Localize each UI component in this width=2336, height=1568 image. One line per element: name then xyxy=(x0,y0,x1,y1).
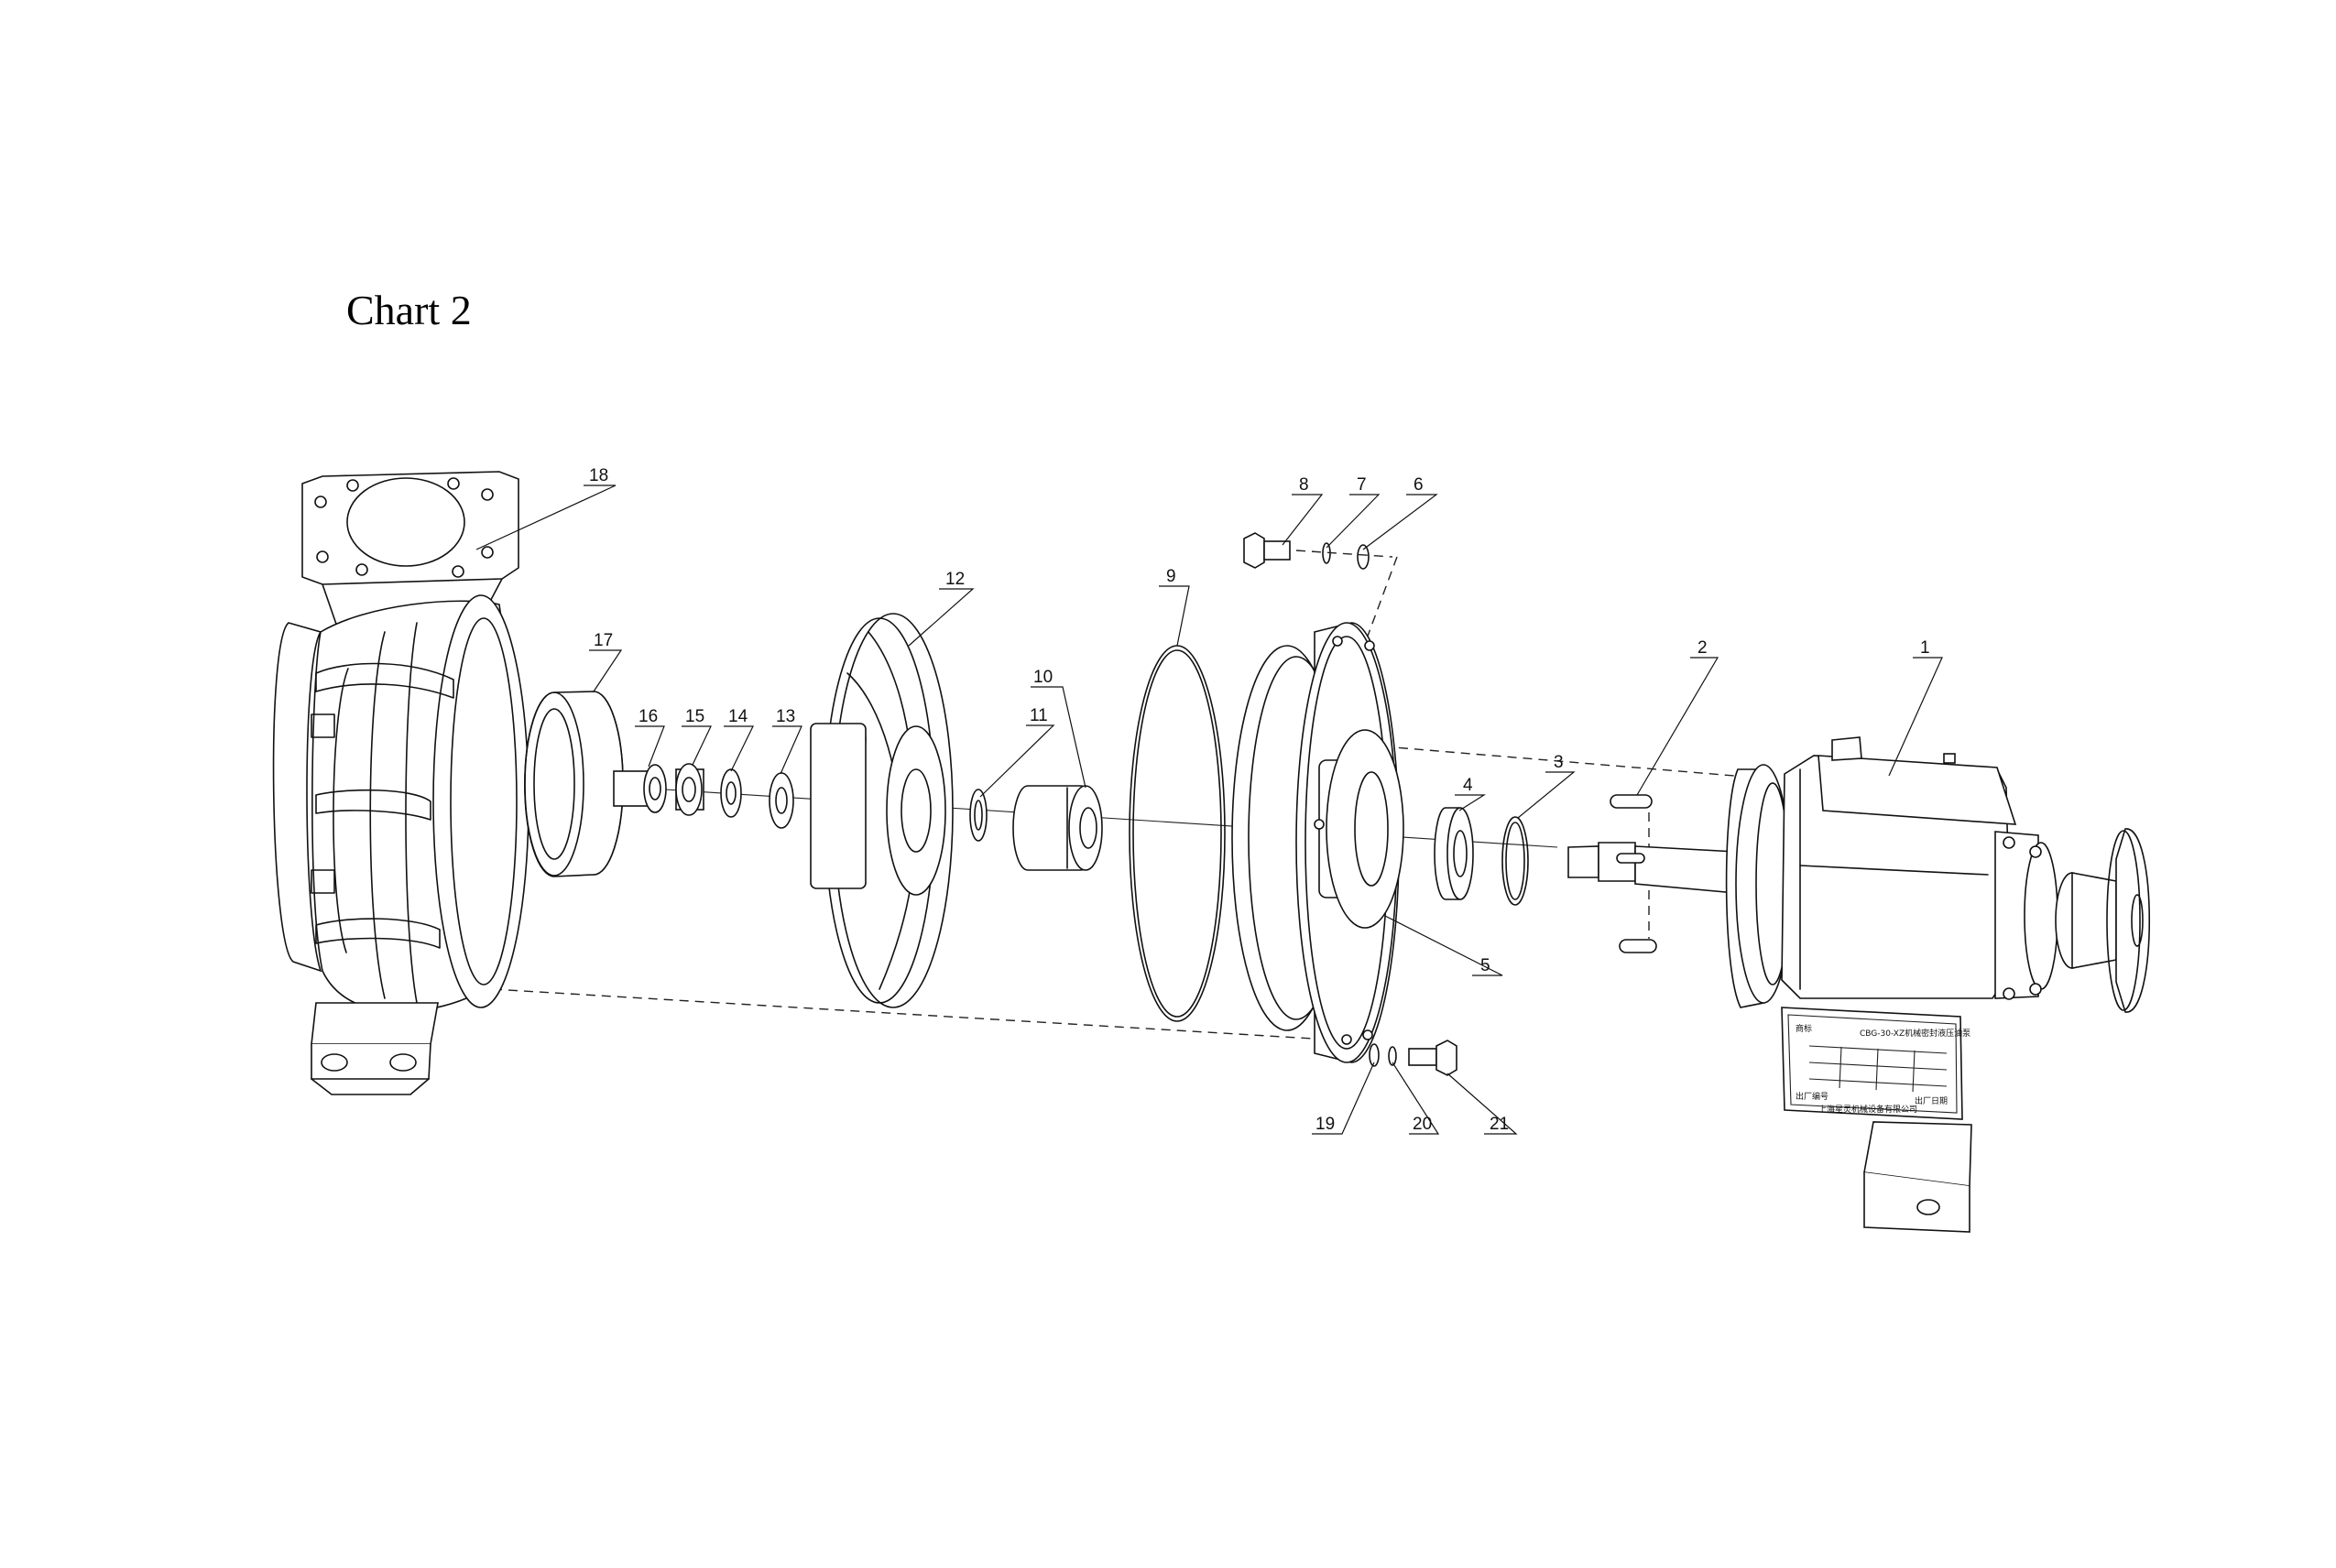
bolt-set-19-20-21 xyxy=(1369,1040,1457,1076)
pump-casing-part-18 xyxy=(272,471,529,1095)
callout-5: 5 xyxy=(1480,956,1490,975)
bolt-set-8-7-6 xyxy=(1243,532,1393,570)
callout-15: 15 xyxy=(685,707,704,726)
nameplate-model: CBG-30-XZ机械密封液压油泵 xyxy=(1860,1028,1970,1039)
circlip-part-3 xyxy=(1501,816,1529,906)
callout-8: 8 xyxy=(1299,475,1309,495)
callout-labels: 1 2 3 4 5 6 7 8 9 10 11 12 13 14 15 16 1… xyxy=(589,466,1930,1134)
wear-ring-part-17 xyxy=(524,691,624,877)
callout-16: 16 xyxy=(639,707,658,726)
nameplate-maker: 上海星灵机械设备有限公司 xyxy=(1818,1104,1917,1115)
callout-21: 21 xyxy=(1490,1115,1509,1134)
chart-title: Chart 2 xyxy=(346,287,472,333)
nameplate-brand: 商标 xyxy=(1796,1023,1812,1034)
callout-13: 13 xyxy=(776,707,795,726)
seal-ring-part-11 xyxy=(969,789,988,842)
nameplate: 商标 CBG-30-XZ机械密封液压油泵 出厂编号 出厂日期 上海星灵机械设备有… xyxy=(1781,1007,1970,1120)
callout-10: 10 xyxy=(1033,668,1053,687)
shaft-components-16-13 xyxy=(613,763,794,829)
shaft-sleeve-part-10 xyxy=(1012,785,1103,871)
drive-housing-part-1: 商标 CBG-30-XZ机械密封液压油泵 出厂编号 出厂日期 上海星灵机械设备有… xyxy=(1725,736,2150,1233)
callout-12: 12 xyxy=(945,570,965,589)
impeller-part-12 xyxy=(810,613,954,1008)
callout-17: 17 xyxy=(594,631,613,650)
callout-7: 7 xyxy=(1357,475,1367,495)
nameplate-serial-label: 出厂编号 xyxy=(1796,1091,1828,1102)
nameplate-date-label: 出厂日期 xyxy=(1915,1095,1948,1106)
bearing-part-4 xyxy=(1434,807,1474,900)
casing-gasket-part-9 xyxy=(1129,645,1226,1022)
callout-1: 1 xyxy=(1920,638,1930,658)
callout-14: 14 xyxy=(728,707,748,726)
callout-19: 19 xyxy=(1315,1115,1335,1134)
callout-2: 2 xyxy=(1697,638,1708,658)
callout-6: 6 xyxy=(1414,475,1424,495)
leader-lines xyxy=(475,485,1943,1135)
callout-18: 18 xyxy=(589,466,608,485)
callout-20: 20 xyxy=(1413,1115,1432,1134)
callout-11: 11 xyxy=(1030,706,1048,725)
callout-9: 9 xyxy=(1166,567,1176,586)
callout-4: 4 xyxy=(1463,776,1473,795)
seal-cover-part-5 xyxy=(1231,622,1404,1063)
shaft-and-keys-part-2 xyxy=(1567,794,1737,953)
callout-3: 3 xyxy=(1554,753,1564,772)
